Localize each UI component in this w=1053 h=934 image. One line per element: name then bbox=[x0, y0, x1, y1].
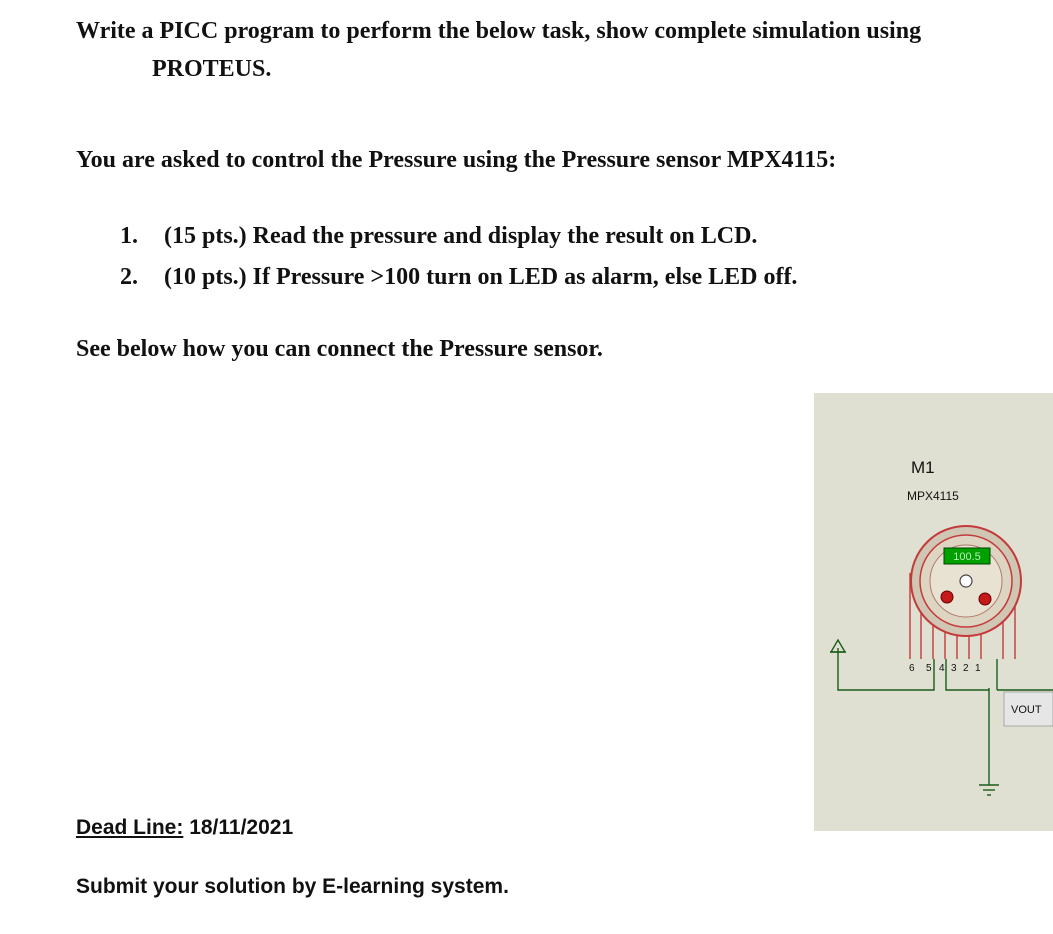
sensor-schematic: M1 MPX4115 100.5 6 5 bbox=[814, 393, 1053, 831]
schematic-drawing: M1 MPX4115 100.5 6 5 bbox=[829, 458, 1053, 796]
deadline-value: 18/11/2021 bbox=[183, 816, 294, 839]
pressure-display-value: 100.5 bbox=[953, 551, 981, 563]
circuit-wires bbox=[837, 648, 1053, 785]
pin-label: 4 bbox=[939, 663, 945, 674]
power-supply-icon bbox=[829, 638, 847, 653]
sensor-body bbox=[910, 525, 1022, 637]
pin-label: 1 bbox=[975, 663, 981, 674]
deadline-label: Dead Line: bbox=[76, 816, 184, 839]
pin-label: 2 bbox=[963, 663, 969, 674]
submit-instruction: Submit your solution by E-learning syste… bbox=[76, 875, 509, 898]
title-line-1: Write a PICC program to perform the belo… bbox=[76, 18, 922, 44]
pin-label: 6 bbox=[909, 663, 915, 674]
task-item-2: 2. (10 pts.) If Pressure >100 turn on LED… bbox=[120, 264, 797, 291]
deadline: Dead Line: 18/11/2021 bbox=[76, 816, 293, 840]
task-number: 2. bbox=[120, 264, 138, 290]
pin-label: 5 bbox=[926, 663, 932, 674]
vout-label: VOUT bbox=[1011, 704, 1042, 716]
vout-terminal: VOUT bbox=[1003, 691, 1053, 727]
see-below-text: See below how you can connect the Pressu… bbox=[76, 336, 603, 362]
ground-icon bbox=[979, 784, 999, 796]
pin-label: 3 bbox=[951, 663, 957, 674]
task-number: 1. bbox=[120, 223, 138, 249]
component-part: MPX4115 bbox=[907, 489, 959, 503]
component-ref: M1 bbox=[911, 458, 935, 477]
task-text: (15 pts.) Read the pressure and display … bbox=[164, 223, 758, 249]
intro-text: You are asked to control the Pressure us… bbox=[76, 147, 837, 173]
pressure-display bbox=[943, 547, 991, 565]
pin-labels: 6 5 4 3 2 1 bbox=[909, 663, 981, 674]
title-line-2: PROTEUS. bbox=[152, 56, 272, 82]
task-item-1: 1. (15 pts.) Read the pressure and displa… bbox=[120, 223, 757, 250]
task-text: (10 pts.) If Pressure >100 turn on LED a… bbox=[164, 264, 798, 290]
